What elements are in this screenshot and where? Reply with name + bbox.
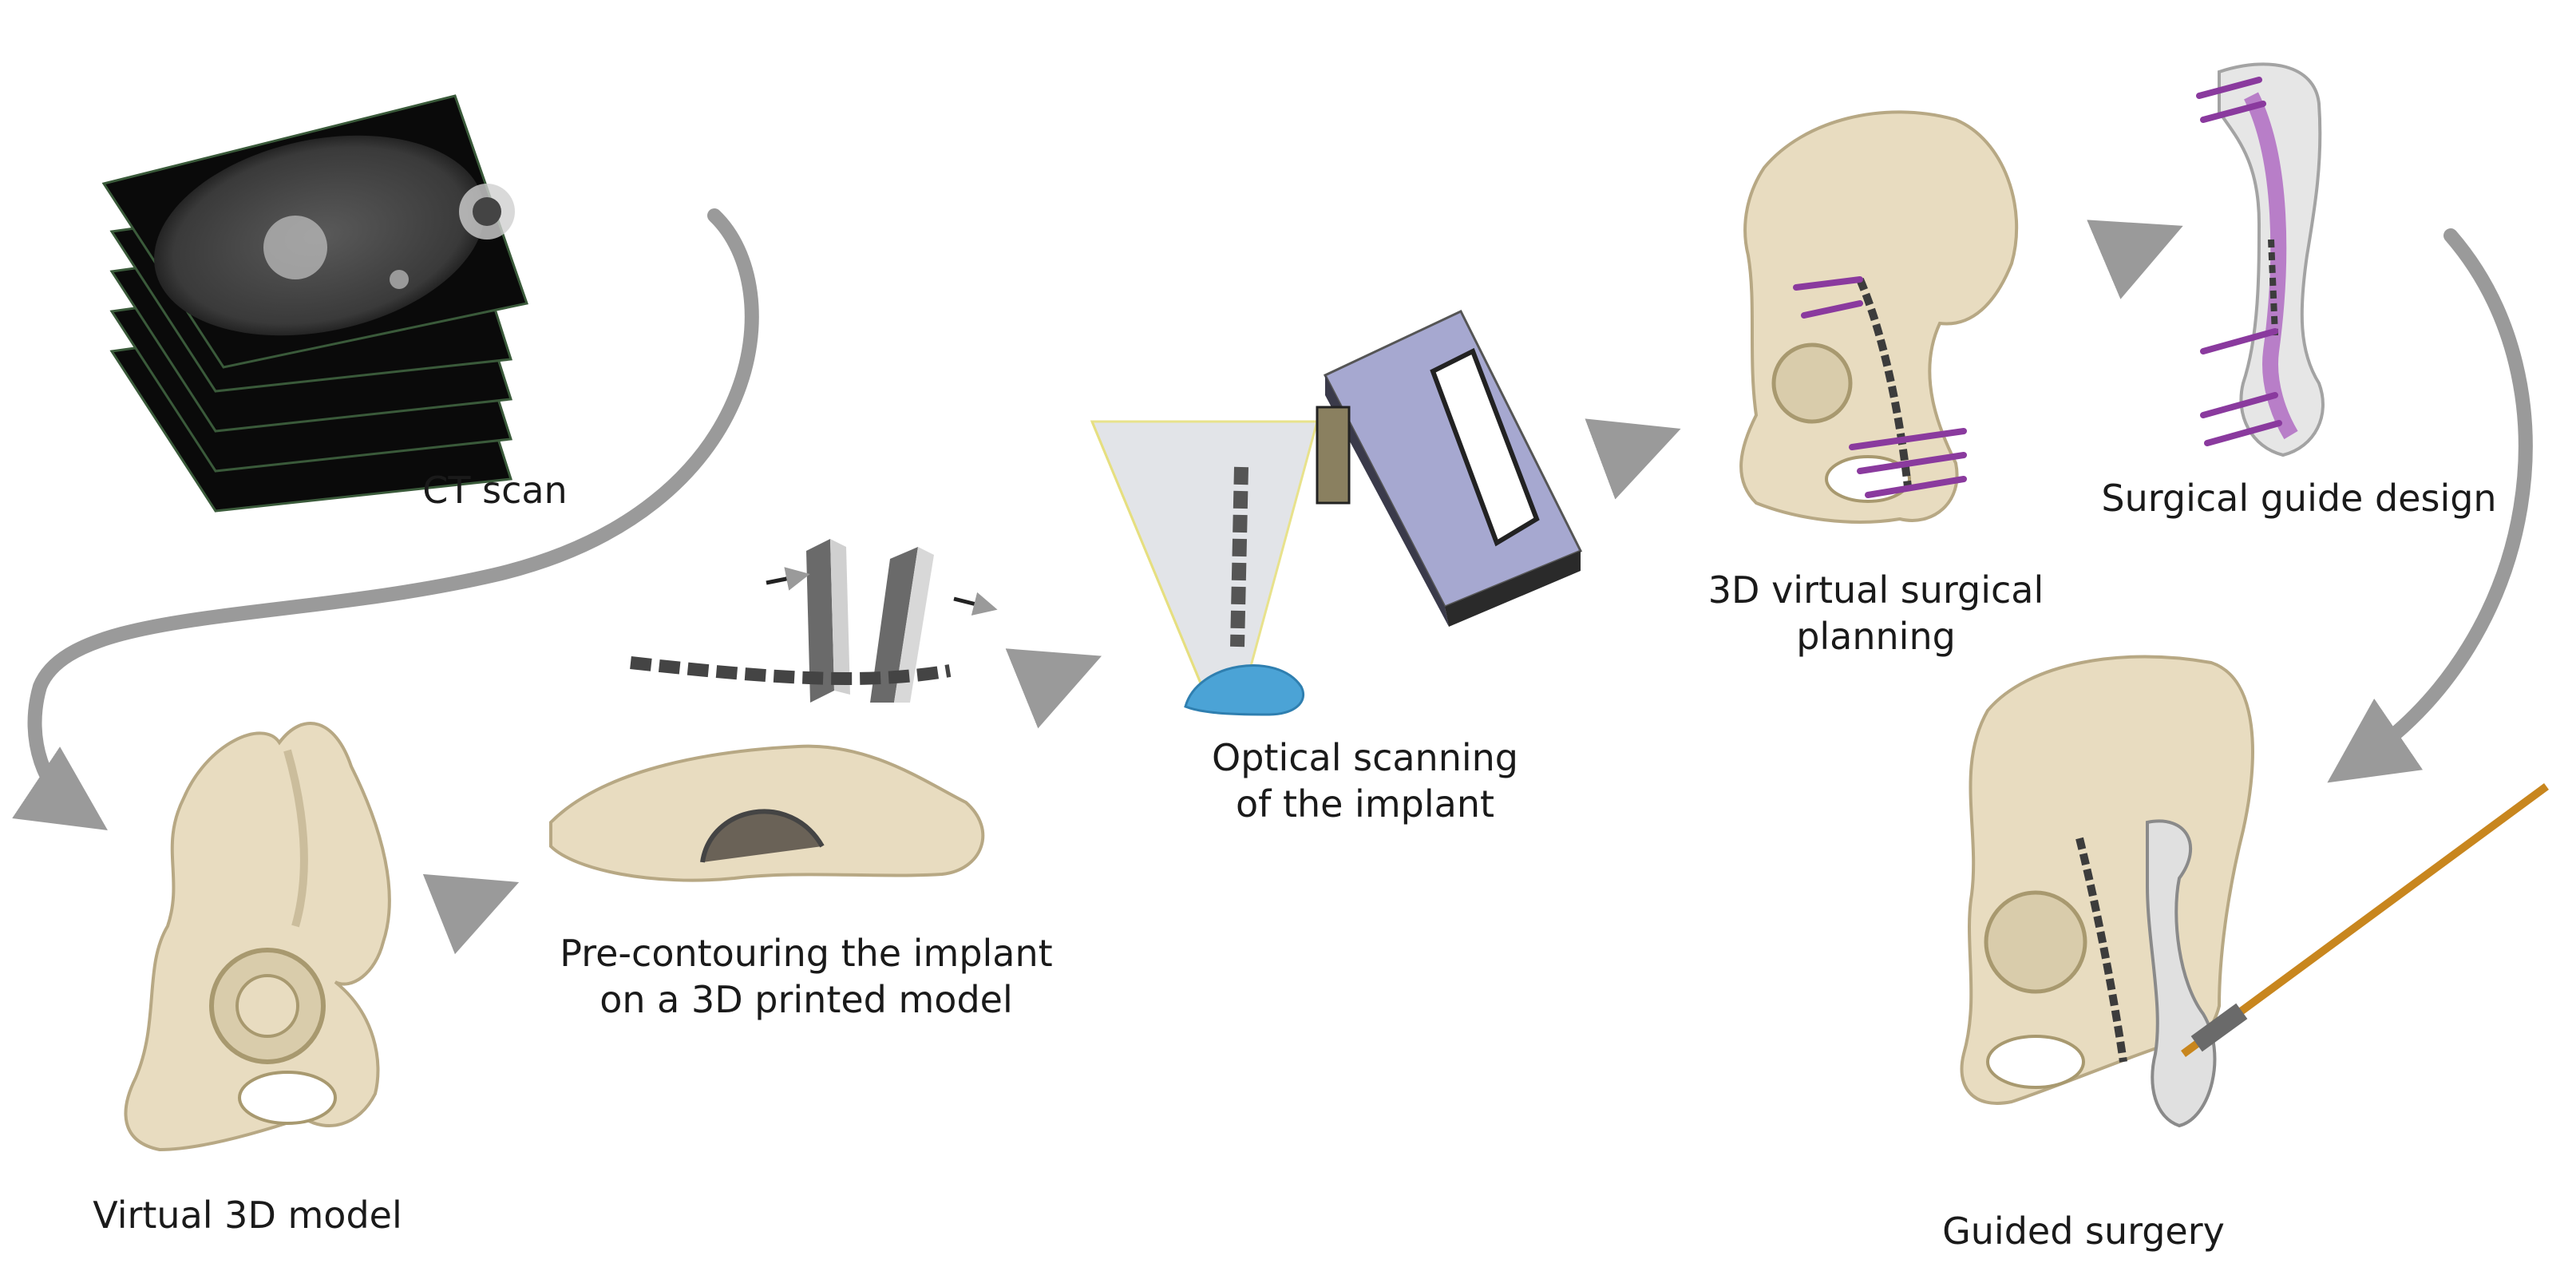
arrow-precontour-to-scan xyxy=(1005,648,1102,729)
arrow-scan-to-planning xyxy=(1585,418,1681,500)
arrow-guide-to-surgery xyxy=(2327,228,2533,783)
caption-3d-surgical-planning: 3D virtual surgical planning xyxy=(1707,568,2044,658)
caption-precontouring: Pre-contouring the implant on a 3D print… xyxy=(560,932,1053,1021)
flow-arrows xyxy=(12,208,2533,955)
caption-ct-scan: CT scan xyxy=(422,469,568,512)
pelvis-model-virtual xyxy=(124,722,391,1152)
pelvis-guided-surgery xyxy=(1960,655,2549,1128)
arrow-ct-to-model xyxy=(12,208,759,830)
pelvis-planning xyxy=(1739,110,2019,524)
arrow-planning-to-guide xyxy=(2087,220,2183,299)
ct-scan-stack xyxy=(101,94,528,513)
arrow-model-to-precontour xyxy=(422,873,520,955)
precontour-printed-model xyxy=(549,744,985,882)
caption-optical-scanning: Optical scanning of the implant xyxy=(1212,736,1518,826)
caption-guided-surgery: Guided surgery xyxy=(1942,1210,2225,1253)
surgical-guide-design xyxy=(2196,62,2325,457)
optical-scanner-setup xyxy=(1090,310,1583,716)
caption-virtual-3d-model: Virtual 3D model xyxy=(93,1194,402,1237)
precontour-bending xyxy=(630,539,998,703)
caption-surgical-guide-design: Surgical guide design xyxy=(2101,477,2497,520)
